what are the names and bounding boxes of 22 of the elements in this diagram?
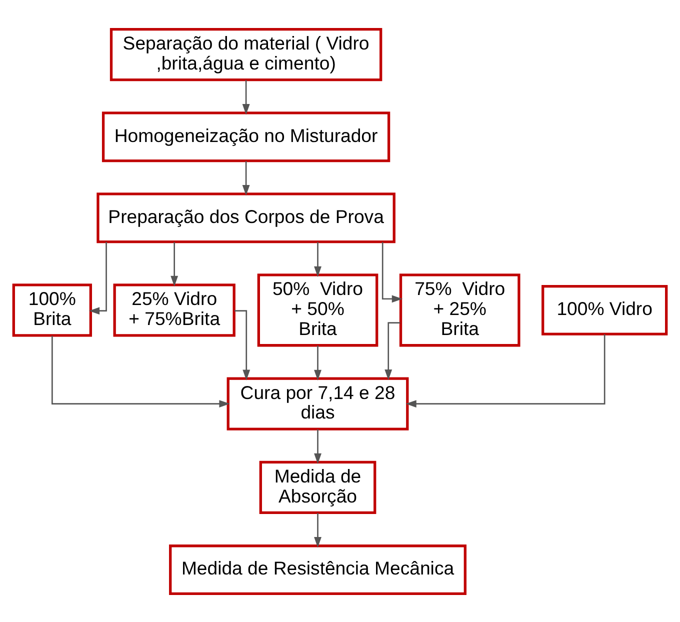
- node-box: 50% Vidro + 50% Brita: [257, 273, 378, 346]
- node-box: Medida de Resistência Mecânica: [169, 544, 466, 595]
- node-box: Separação do material ( Vidro ,brita,água e cimento): [110, 27, 382, 81]
- arrow: [406, 334, 606, 408]
- arrow: [170, 242, 178, 286]
- arrow: [242, 160, 250, 196]
- arrow: [314, 428, 322, 464]
- node-box: Homogeneização no Misturador: [102, 111, 390, 162]
- node-box: 75% Vidro + 25% Brita: [399, 273, 520, 346]
- node-box: Medida de Absorção: [259, 460, 376, 514]
- node-box: Cura por 7,14 e 28 dias: [226, 376, 409, 430]
- node-box: 100% Brita: [12, 283, 92, 336]
- arrow: [242, 80, 250, 114]
- arrow: [52, 335, 230, 408]
- node-box: 100% Vidro: [542, 284, 668, 335]
- arrow: [314, 512, 322, 548]
- arrow: [382, 242, 403, 302]
- arrow: [314, 242, 322, 276]
- arrow: [88, 241, 107, 314]
- node-box: 25% Vidro + 75%Brita: [113, 283, 236, 336]
- arrow: [314, 345, 322, 380]
- node-box: Preparação dos Corpos de Prova: [96, 192, 396, 243]
